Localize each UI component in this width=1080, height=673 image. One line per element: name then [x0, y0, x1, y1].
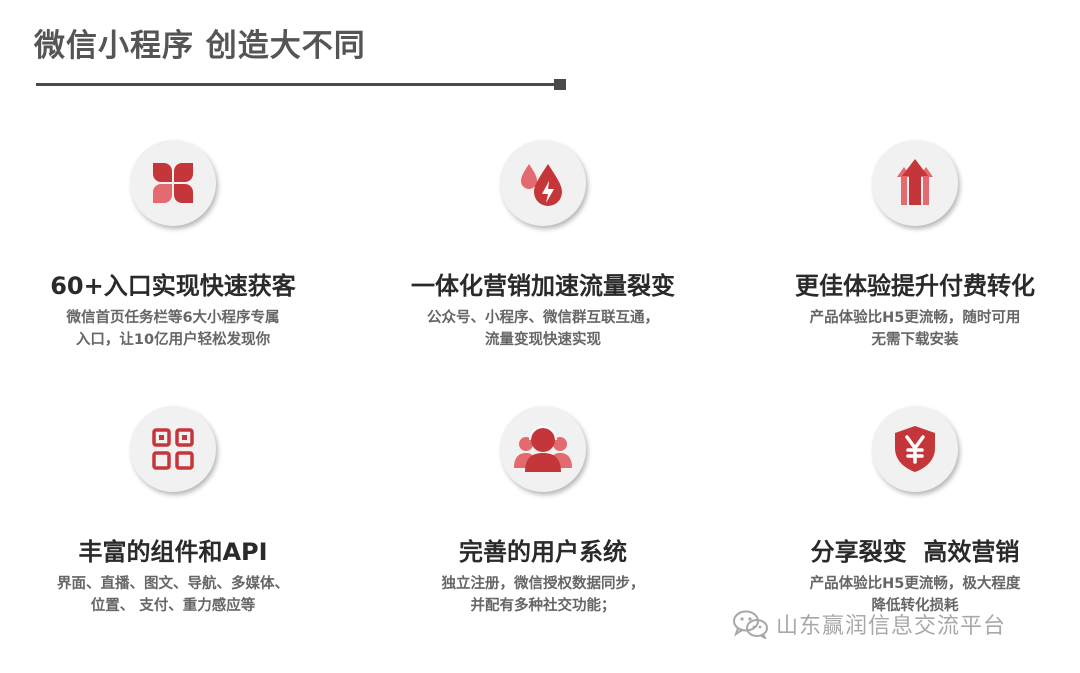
feature-desc-line: 公众号、小程序、微信群互联互通，	[427, 310, 659, 326]
feature-desc-line: 并配有多种社交功能；	[470, 598, 616, 614]
wechat-icon	[733, 610, 768, 639]
feature-card-conversion: 更佳体验提升付费转化 产品体验比H5更流畅，随时可用 无需下载安装	[745, 140, 1080, 351]
icon-circle	[130, 406, 216, 492]
page-title: 微信小程序 创造大不同	[34, 28, 366, 64]
yuan-shield-icon	[895, 426, 935, 472]
icon-circle	[500, 406, 586, 492]
feature-card-sharing: 分享裂变 高效营销 产品体验比H5更流畅，极大程度 降低转化损耗	[745, 406, 1080, 617]
user-group-icon	[514, 426, 572, 472]
feature-desc-line: 降低转化损耗	[871, 598, 959, 614]
title-underline-cap	[554, 79, 566, 90]
feature-desc-line: 独立注册，微信授权数据同步，	[441, 576, 645, 592]
feature-card-components: 丰富的组件和API 界面、直播、图文、导航、多媒体、 位置、 支付、重力感应等	[3, 406, 343, 617]
icon-circle	[872, 140, 958, 226]
feature-heading: 完善的用户系统	[459, 538, 627, 566]
footer-text: 山东赢润信息交流平台	[776, 614, 1007, 639]
icon-circle	[130, 140, 216, 226]
feature-heading: 一体化营销加速流量裂变	[411, 272, 675, 300]
feature-desc-line: 流量变现快速实现	[485, 332, 601, 348]
feature-card-entry: 60+入口实现快速获客 微信首页任务栏等6大小程序专属 入口，让10亿用户轻松发…	[3, 140, 343, 351]
up-arrows-icon	[897, 159, 933, 205]
feature-heading: 分享裂变 高效营销	[810, 538, 1020, 566]
clover-icon	[153, 163, 193, 203]
component-grid-icon	[152, 428, 194, 470]
feature-desc-line: 产品体验比H5更流畅，随时可用	[809, 310, 1021, 326]
feature-heading: 更佳体验提升付费转化	[795, 272, 1035, 300]
feature-heading: 60+入口实现快速获客	[50, 272, 296, 300]
feature-desc-line: 微信首页任务栏等6大小程序专属	[66, 310, 280, 326]
feature-card-users: 完善的用户系统 独立注册，微信授权数据同步， 并配有多种社交功能；	[373, 406, 713, 617]
title-underline	[36, 83, 558, 86]
feature-card-marketing: 一体化营销加速流量裂变 公众号、小程序、微信群互联互通， 流量变现快速实现	[373, 140, 713, 351]
feature-desc-line: 产品体验比H5更流畅，极大程度	[809, 576, 1021, 592]
footer-watermark: 山东赢润信息交流平台	[732, 608, 1006, 640]
icon-circle	[872, 406, 958, 492]
feature-desc-line: 界面、直播、图文、导航、多媒体、	[57, 576, 289, 592]
feature-heading: 丰富的组件和API	[78, 538, 268, 566]
feature-desc-line: 位置、 支付、重力感应等	[90, 598, 256, 614]
feature-desc-line: 无需下载安装	[871, 332, 959, 348]
icon-circle	[500, 140, 586, 226]
droplets-lightning-icon	[521, 164, 562, 206]
feature-desc-line: 入口，让10亿用户轻松发现你	[75, 332, 271, 348]
